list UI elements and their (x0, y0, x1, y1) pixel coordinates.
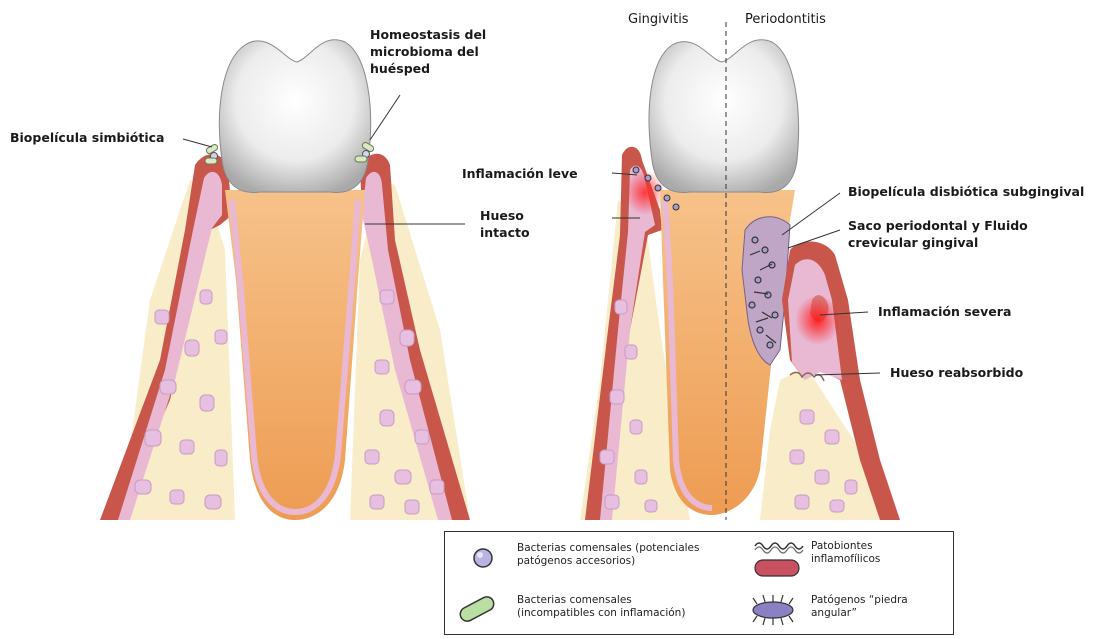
spiky-pathogen-icon (753, 595, 793, 625)
label-symbiotic-biofilm: Biopelícula simbiótica (10, 129, 164, 146)
label-intact-bone: Hueso intacto (480, 207, 530, 241)
gingivitis-header: Gingivitis (628, 12, 689, 27)
periodontitis-header: Periodontitis (745, 12, 826, 27)
legend-text-commensal-round: Bacterias comensales (potenciales patóge… (517, 542, 699, 568)
legend-text-commensal-rod: Bacterias comensales (incompatibles con … (517, 594, 685, 620)
label-severe-inflammation: Inflamación severa (878, 303, 1011, 320)
legend-text-pathobionts: Patobiontes inflamofílicos (811, 540, 880, 566)
label-dysbiotic-biofilm: Biopelícula disbiótica subgingival (848, 183, 1084, 200)
tooth-crown (219, 40, 370, 193)
rod-bacterium-icon (458, 594, 496, 623)
tooth-crown-right (649, 40, 798, 193)
legend-text-keystone: Patógenos “piedra angular” (811, 594, 908, 620)
label-mild-inflammation: Inflamación leve (462, 165, 578, 182)
legend-box: Bacterias comensales (potenciales patóge… (444, 531, 954, 635)
round-bacterium-icon (474, 549, 492, 567)
label-periodontal-pocket: Saco periodontal y Fluido crevicular gin… (848, 217, 1028, 251)
wavy-pathobiont-icon (755, 543, 803, 576)
label-homeostasis: Homeostasis del microbioma del huésped (370, 26, 486, 77)
diseased-tooth-illustration (580, 40, 900, 520)
healthy-tooth-illustration (100, 40, 470, 520)
label-resorbed-bone: Hueso reabsorbido (890, 364, 1023, 381)
